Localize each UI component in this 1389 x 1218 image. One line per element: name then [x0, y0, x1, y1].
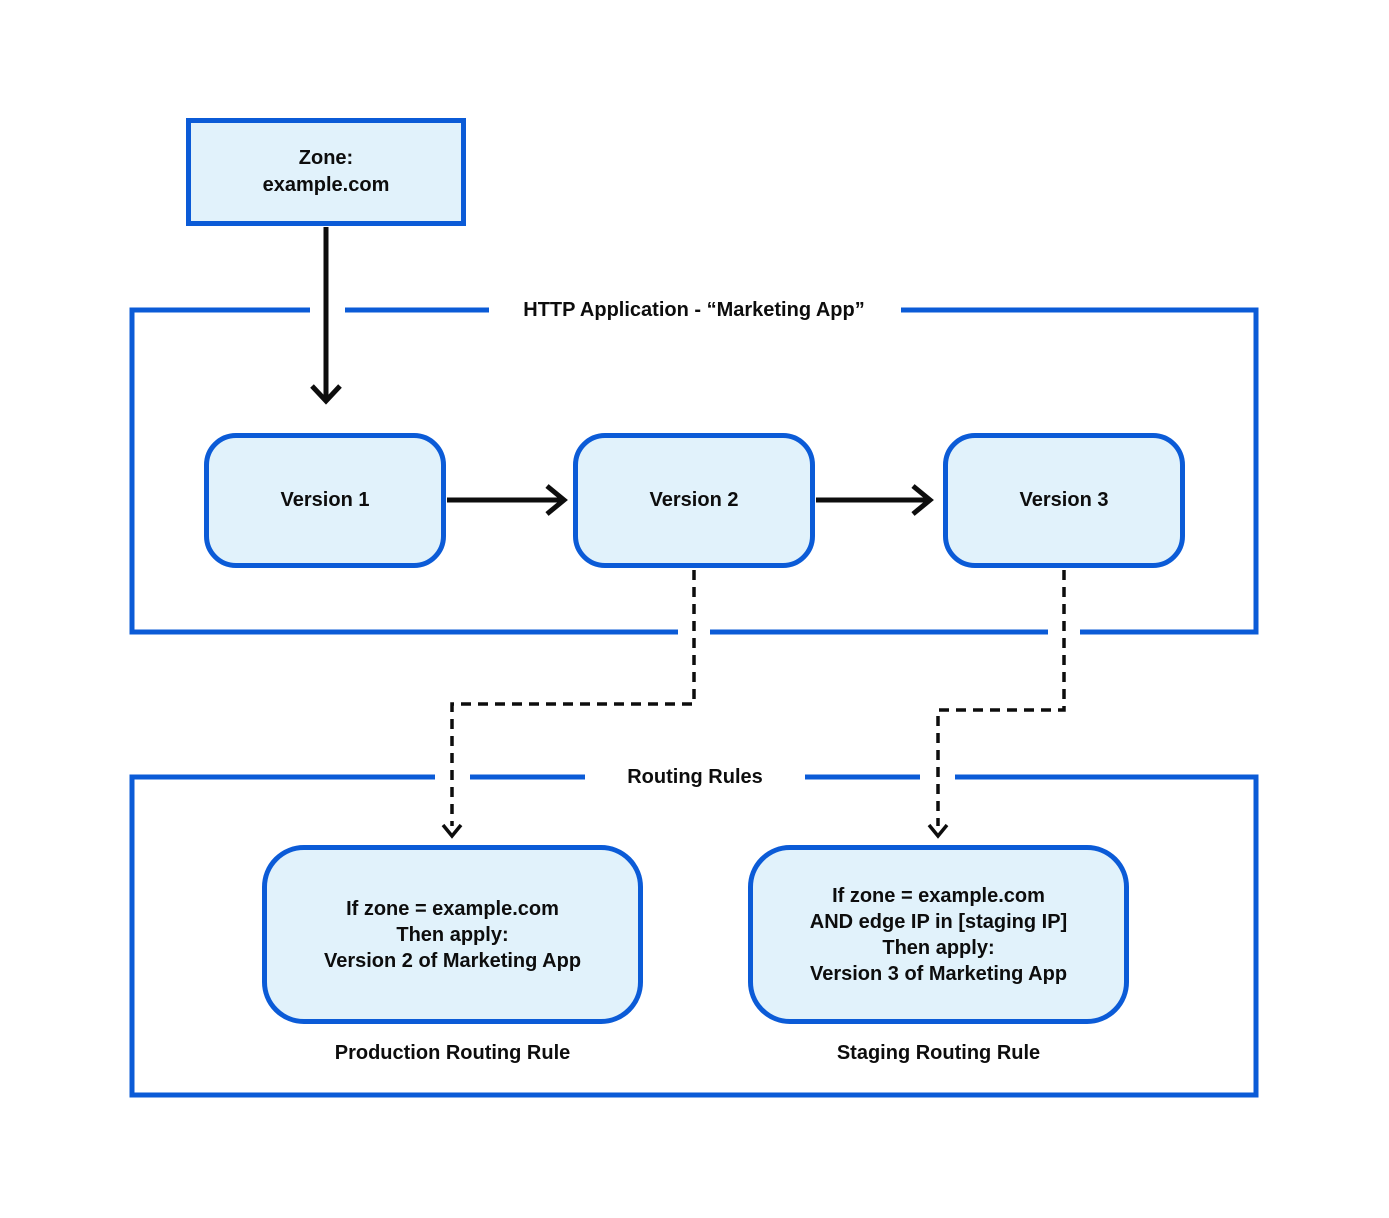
version3-to-staging-rule-connector: [927, 570, 1066, 839]
version2-to-version3-arrow: [816, 484, 934, 516]
zone-to-http-app-arrow: [310, 227, 342, 405]
production-routing-rule-box: If zone = example.com Then apply: Versio…: [262, 845, 643, 1024]
version2-to-production-rule-connector: [441, 570, 696, 839]
zone-box-line: example.com: [262, 174, 390, 196]
version-1-box: Version 1: [204, 433, 446, 568]
arrow-down-icon: [310, 384, 342, 405]
arrow-down-icon: [927, 823, 949, 839]
version-label: Version 3: [1019, 489, 1109, 511]
http-app-container-outline: [129, 307, 1259, 635]
http-app-container-title: HTTP Application - “Marketing App”: [523, 299, 865, 321]
version-label: Version 1: [280, 489, 370, 511]
rule-line: Version 3 of Marketing App: [809, 962, 1068, 985]
rule-line: Version 2 of Marketing App: [323, 949, 582, 972]
arrow-down-icon: [441, 823, 463, 839]
rule-line: If zone = example.com: [832, 884, 1045, 907]
rule-line: Then apply:: [396, 923, 509, 946]
arrow-right-icon: [911, 484, 934, 516]
version-3-box: Version 3: [943, 433, 1185, 568]
zone-box-line: Zone:: [298, 147, 354, 169]
version-2-box: Version 2: [573, 433, 815, 568]
version1-to-version2-arrow: [447, 484, 568, 516]
arrow-right-icon: [545, 484, 568, 516]
staging-routing-rule-caption: Staging Routing Rule: [836, 1042, 1041, 1064]
routing-rules-container-title: Routing Rules: [627, 766, 763, 788]
staging-routing-rule-box: If zone = example.com AND edge IP in [st…: [748, 845, 1129, 1024]
rule-line: If zone = example.com: [346, 897, 559, 920]
rule-line: Then apply:: [882, 936, 995, 959]
production-routing-rule-caption: Production Routing Rule: [334, 1042, 571, 1064]
version-label: Version 2: [649, 489, 739, 511]
routing-rules-container-outline: [129, 774, 1259, 1098]
zone-box: Zone: example.com: [186, 118, 466, 226]
rule-line: AND edge IP in [staging IP]: [809, 910, 1068, 933]
